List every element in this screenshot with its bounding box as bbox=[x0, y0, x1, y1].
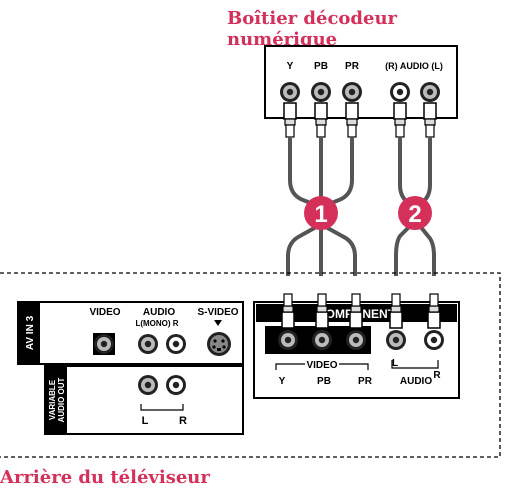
component-pb-jack[interactable] bbox=[312, 330, 332, 350]
cable-2-badge bbox=[398, 196, 432, 230]
component-video-label: VIDEO bbox=[306, 360, 337, 371]
av-in3-audio-r-jack[interactable] bbox=[166, 334, 186, 354]
settop-box-title: Boîtier décodeur numérique bbox=[227, 8, 398, 50]
component-y-jack[interactable] bbox=[278, 330, 298, 350]
variable-out-r-jack[interactable] bbox=[166, 375, 186, 395]
component-pr-label: PR bbox=[358, 376, 373, 387]
av-in3-video-label: VIDEO bbox=[89, 307, 120, 318]
settop-pr-label: PR bbox=[345, 61, 360, 72]
variable-out-l-label: L bbox=[142, 415, 149, 427]
component-pr-jack[interactable] bbox=[346, 330, 366, 350]
settop-plug bbox=[423, 102, 437, 138]
component-audio-l-jack[interactable] bbox=[386, 330, 406, 350]
component-y-label: Y bbox=[279, 376, 286, 387]
tv-rear-outline bbox=[0, 272, 501, 458]
av-in3-side-label: AV IN 3 bbox=[25, 315, 36, 350]
tv-plug bbox=[389, 293, 403, 329]
svideo-jack[interactable] bbox=[207, 332, 231, 356]
tv-plug bbox=[281, 293, 295, 329]
tv-plug bbox=[349, 293, 363, 329]
variable-out-r-label: R bbox=[179, 415, 187, 427]
component-l-label: L bbox=[392, 358, 398, 369]
cable-2-number: 2 bbox=[408, 201, 421, 228]
settop-plug bbox=[314, 102, 328, 138]
cable-1-badge bbox=[304, 196, 338, 230]
av-in3-svideo-label: S-VIDEO bbox=[197, 307, 238, 318]
settop-pr-jack[interactable] bbox=[342, 82, 362, 102]
component-audio-r-jack[interactable] bbox=[424, 330, 444, 350]
settop-plug bbox=[393, 102, 407, 138]
av-in3-audio-sublabel: L(MONO) R bbox=[135, 319, 178, 328]
variable-out-label-line1: VARIABLE bbox=[48, 379, 57, 420]
av-in3-side-tab bbox=[18, 302, 40, 364]
variable-out-side-tab bbox=[45, 366, 67, 434]
svideo-arrow-icon bbox=[214, 320, 222, 326]
av-in3-audio-label: AUDIO bbox=[143, 307, 175, 318]
av-in3-audio-l-jack[interactable] bbox=[138, 334, 158, 354]
tv-plug bbox=[315, 293, 329, 329]
av-in3-video-jack[interactable] bbox=[94, 334, 114, 354]
settop-pb-jack[interactable] bbox=[311, 82, 331, 102]
settop-audio-label: (R) AUDIO (L) bbox=[385, 61, 443, 71]
settop-y-label: Y bbox=[287, 61, 294, 72]
tv-rear-title: Arrière du téléviseur bbox=[0, 467, 210, 488]
cable-1 bbox=[286, 137, 357, 276]
av-in3-panel bbox=[17, 301, 244, 365]
tv-plug bbox=[427, 293, 441, 329]
settop-pb-label: PB bbox=[314, 61, 328, 72]
component-audio-label: AUDIO bbox=[400, 376, 432, 387]
component-pb-label: PB bbox=[317, 376, 331, 387]
component-audio-bracket bbox=[391, 360, 439, 369]
cable-1-number: 1 bbox=[314, 201, 327, 228]
variable-out-bracket bbox=[140, 404, 184, 411]
variable-out-label-line2: AUDIO OUT bbox=[57, 377, 66, 422]
component-r-label: R bbox=[433, 370, 441, 381]
settop-y-jack[interactable] bbox=[280, 82, 300, 102]
variable-out-l-jack[interactable] bbox=[138, 375, 158, 395]
settop-audio-l-jack[interactable] bbox=[420, 82, 440, 102]
component-video-bracket bbox=[275, 363, 369, 370]
settop-plug bbox=[345, 102, 359, 138]
settop-plug bbox=[283, 102, 297, 138]
settop-audio-r-jack[interactable] bbox=[390, 82, 410, 102]
